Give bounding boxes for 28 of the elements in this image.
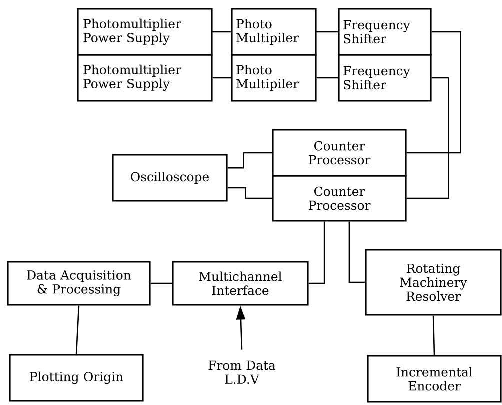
process-box: Photomultiplier Power Supply	[77, 54, 213, 102]
source-label: From Data L.D.V	[208, 360, 276, 384]
connector-line	[406, 77, 450, 200]
connector-line	[432, 316, 436, 356]
connector-line	[406, 31, 462, 154]
process-box: Multichannel Interface	[172, 261, 309, 306]
process-box: Plotting Origin	[9, 354, 144, 402]
process-box: Photo Multipiler	[231, 8, 317, 56]
process-box: Incremental Encoder	[367, 355, 502, 403]
process-box: Frequency Shifter	[338, 8, 432, 56]
connector-line	[228, 187, 272, 200]
connector-line	[150, 282, 172, 284]
connector-line	[76, 306, 80, 354]
connector-line	[308, 222, 326, 284]
process-box: Frequency Shifter	[338, 54, 432, 102]
connector-line	[348, 222, 366, 284]
process-box: Counter Processor	[272, 175, 407, 222]
process-box: Photo Multipiler	[231, 54, 317, 102]
process-box: Counter Processor	[272, 129, 407, 177]
process-box: Photomultiplier Power Supply	[77, 8, 213, 56]
connector-line	[316, 77, 338, 79]
process-box: Data Acquisition & Processing	[7, 261, 151, 306]
connector-line	[212, 77, 232, 79]
process-box: Oscilloscope	[112, 154, 228, 202]
connector-line	[228, 152, 272, 169]
connector-line	[212, 31, 232, 33]
process-box: Rotating Machinery Resolver	[365, 249, 502, 316]
connector-line	[316, 31, 338, 33]
